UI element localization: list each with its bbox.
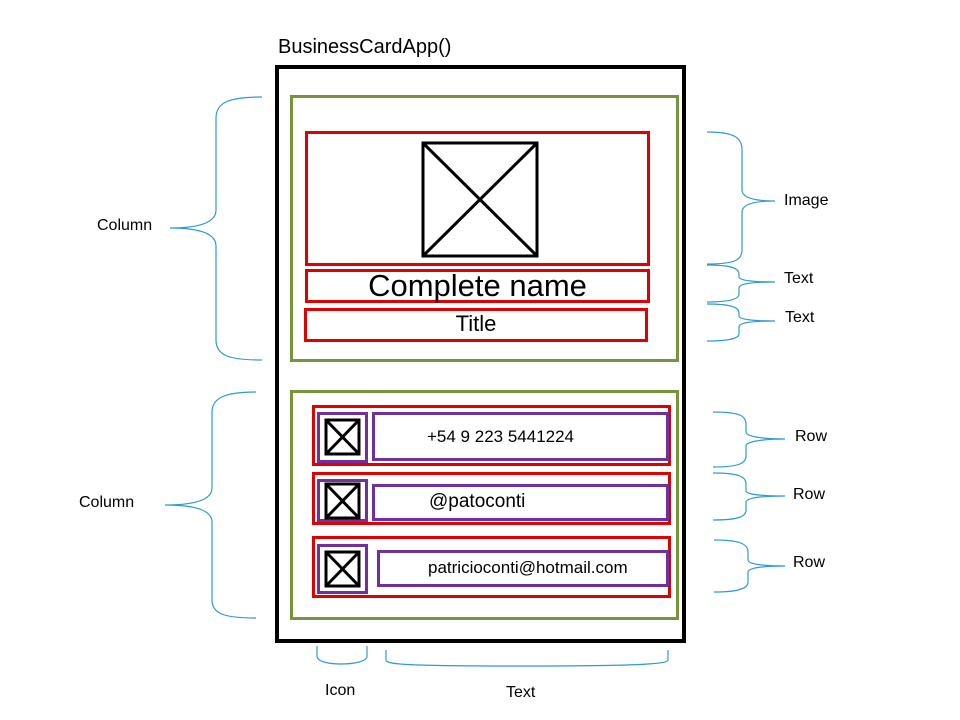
annotation-label: Column [79,494,135,511]
contact-icon-box [317,544,368,594]
contact-icon-box [317,479,368,522]
annotation-label: Text [506,684,536,701]
phone-frame [275,65,686,643]
contact-text-box [372,484,669,521]
title-label: Title [455,311,497,336]
right-brace-text-2 [706,303,776,342]
contact-email-text: patricioconti@hotmail.com [428,558,628,577]
contact-text-box [372,412,669,461]
annotation-label: Image [784,192,829,209]
right-brace-text-1 [706,264,776,303]
contact-handle-text: @patoconti [429,491,526,512]
bottom-brace-text [385,650,669,667]
bottom-column-box [290,390,679,620]
contact-row-box [312,405,671,466]
left-brace-bottom-column [164,391,257,619]
placeholder-image-icon [324,550,361,588]
annotation-label: Text [785,309,815,326]
annotation-label: Row [795,428,828,445]
right-brace-row-1 [712,411,786,468]
placeholder-image-icon [421,141,539,258]
app-title: BusinessCardApp() [278,36,452,58]
annotation-label: Column [97,217,153,234]
name-component-box [305,269,650,303]
placeholder-image-icon [324,418,361,456]
left-brace-top-column [169,96,263,361]
top-column-box [290,95,679,362]
annotation-label: Icon [325,682,356,699]
contact-phone-text: +54 9 223 5441224 [427,427,575,446]
annotation-label: Text [784,270,814,287]
contact-row-box [312,536,671,598]
bottom-brace-icon [316,646,368,665]
image-component-box [305,131,650,266]
right-brace-image [706,131,776,265]
annotation-label: Row [793,554,826,571]
right-brace-row-2 [712,472,786,521]
contact-text-box [377,550,669,587]
title-component-box [304,308,648,342]
placeholder-image-icon [324,482,361,520]
annotation-label: Row [793,486,826,503]
complete-name-label: Complete name [368,268,587,303]
right-brace-row-3 [713,539,786,593]
contact-icon-box [317,412,368,463]
contact-row-box [312,472,671,525]
